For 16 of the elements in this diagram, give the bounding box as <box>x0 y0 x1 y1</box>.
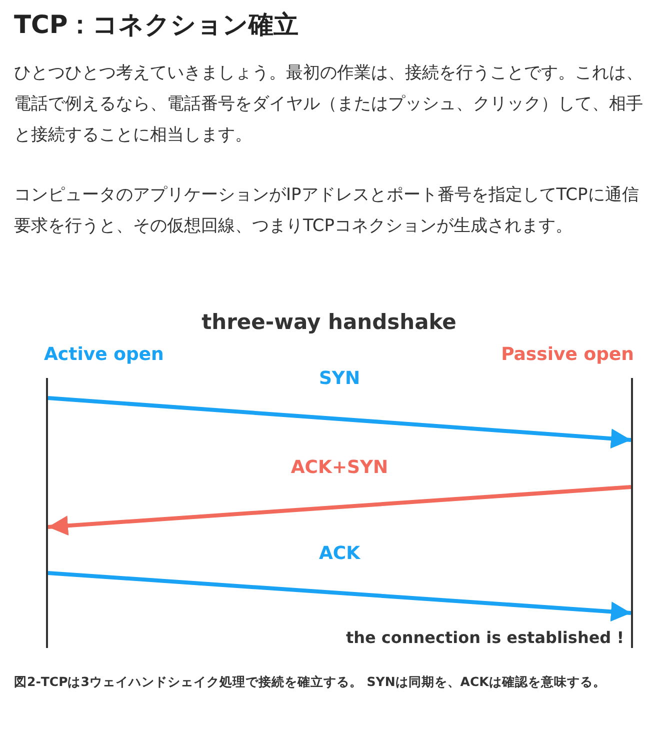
lifeline-label: Passive open <box>501 344 634 365</box>
heading-label: three-way handshake <box>200 310 458 334</box>
paragraph: コンピュータのアプリケーションがIPアドレスとポート番号を指定してTCPに通信要求を行うと、その仮想回線、つまりTCPコネクションが生成されます。 <box>14 184 640 238</box>
lifeline <box>631 378 633 648</box>
edge-label: ACK <box>318 543 362 564</box>
edge-label: ACK+SYN <box>290 457 390 478</box>
arrow <box>48 396 632 449</box>
arrow <box>48 571 632 622</box>
paragraph: ひとつひとつ考えていきましょう。最初の作業は、接続を行うことです。これは、電話で例えるなら、電話番号をダイヤル（またはプッシュ、クリック）して、相手と接続することに相当します。 <box>14 62 644 147</box>
lifeline <box>46 378 48 648</box>
edge-label: SYN <box>318 368 362 389</box>
figure-caption: 図2-TCPは3ウェイハンドシェイク処理で接続を確立する。 SYNは同期を、ACKは確認を意味する。 <box>14 673 607 691</box>
arrow <box>48 485 632 536</box>
status-note: the connection is established ! <box>346 628 624 647</box>
lifeline-label: Active open <box>44 344 164 365</box>
page-title: TCP：コネクション確立 <box>14 9 299 41</box>
